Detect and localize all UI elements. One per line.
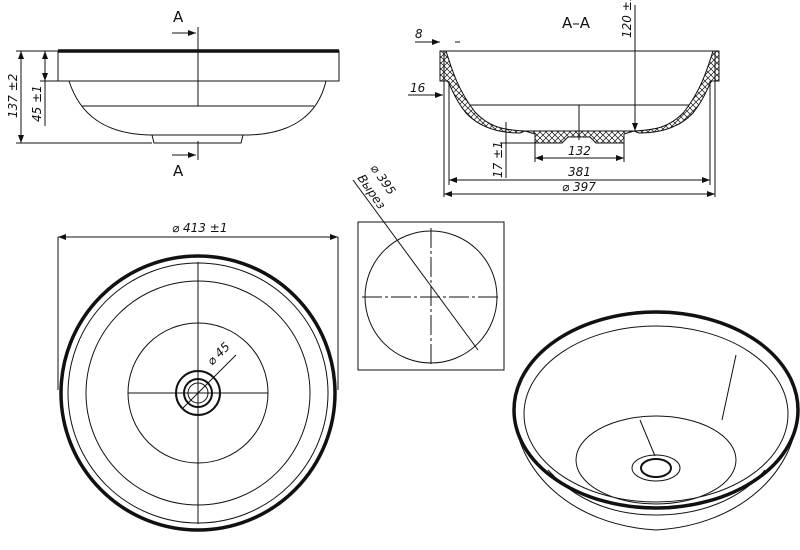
dim-wall-side: 16 (410, 81, 426, 95)
dim-drain-base: 132 (568, 144, 591, 158)
section-view: A–A 120 ±1 8 16 17 ±1 132 381 ⌀ 397 (408, 0, 720, 197)
dim-base-height: 17 ±1 (491, 141, 505, 178)
section-mark-top: A (173, 8, 184, 26)
side-view: A A 137 ±2 45 ±1 (6, 8, 340, 180)
dim-wall-top: 8 (415, 27, 423, 41)
dim-inner-diameter: 381 (568, 165, 591, 179)
top-view: ⌀ 413 ±1 ⌀ 45 (57, 221, 339, 532)
cutout-view: ⌀ 395 Вырез (352, 162, 505, 371)
dim-outer-diameter: ⌀ 397 (562, 180, 596, 194)
section-title: A–A (562, 14, 591, 32)
dim-outer-diameter-top: ⌀ 413 ±1 (172, 221, 227, 235)
dim-drain-diameter: ⌀ 45 (204, 340, 233, 369)
dim-rim-height: 45 ±1 (30, 85, 44, 122)
dim-height-total: 137 ±2 (6, 74, 20, 118)
dim-depth: 120 ±1 (620, 0, 634, 38)
section-mark-bottom: A (173, 162, 184, 180)
isometric-view (512, 310, 800, 531)
